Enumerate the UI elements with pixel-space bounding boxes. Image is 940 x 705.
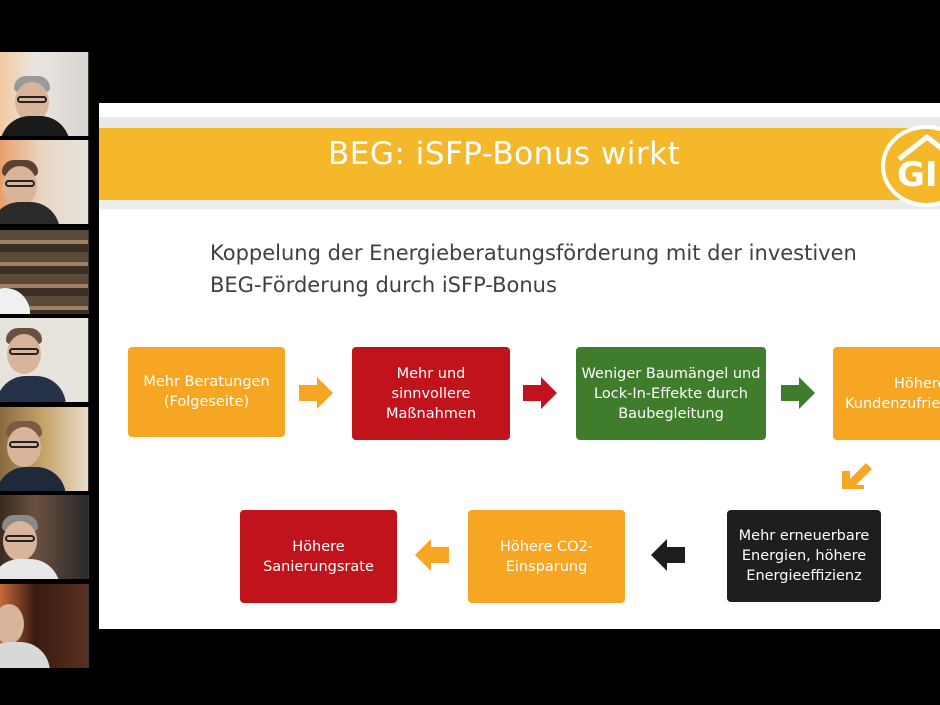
box-erneuerbare-energien: Mehr erneuerbare Energien, höhere Energi… <box>727 510 881 602</box>
title-bottom-line <box>99 200 940 209</box>
participant-tile-7[interactable] <box>0 584 89 668</box>
subtitle-line-1: Koppelung der Energieberatungsförderung … <box>210 241 857 265</box>
subtitle-line-2: BEG-Förderung durch iSFP-Bonus <box>210 273 557 297</box>
participant-tile-6[interactable] <box>0 495 89 579</box>
box-mehr-beratungen: Mehr Beratungen (Folgeseite) <box>128 347 285 437</box>
box-weniger-baumaengel: Weniger Baumängel und Lock-In-Effekte du… <box>576 347 766 440</box>
slide-subtitle: Koppelung der Energieberatungsförderung … <box>210 237 930 301</box>
participant-tile-4[interactable] <box>0 318 89 402</box>
box-sanierungsrate: Höhere Sanierungsrate <box>240 510 397 603</box>
participant-strip <box>0 52 99 672</box>
slide-title: BEG: iSFP-Bonus wirkt <box>328 136 681 172</box>
title-band <box>99 128 940 200</box>
box-co2-einsparung: Höhere CO2-Einsparung <box>468 510 625 603</box>
arrow-right-icon <box>299 377 333 409</box>
participant-tile-2[interactable] <box>0 140 89 224</box>
arrow-right-icon <box>781 377 815 409</box>
box-kundenzufriedenheit: Höhere Kundenzufriedenheit <box>833 347 940 440</box>
participant-tile-1[interactable] <box>0 52 89 136</box>
arrow-left-icon <box>415 539 449 571</box>
participant-tile-3[interactable] <box>0 230 89 314</box>
logo-text: GIH <box>897 155 940 195</box>
arrow-right-icon <box>523 377 557 409</box>
participant-tile-5[interactable] <box>0 407 89 491</box>
house-roof-icon <box>897 134 940 161</box>
gih-logo: GIH <box>881 125 940 207</box>
arrow-left-icon <box>651 539 685 571</box>
title-top-line <box>99 117 940 128</box>
box-mehr-massnahmen: Mehr und sinnvollere Maßnahmen <box>352 347 510 440</box>
arrow-down-left-icon <box>842 463 872 489</box>
presentation-slide: BEG: iSFP-Bonus wirkt GIH Koppelung der … <box>99 103 940 629</box>
